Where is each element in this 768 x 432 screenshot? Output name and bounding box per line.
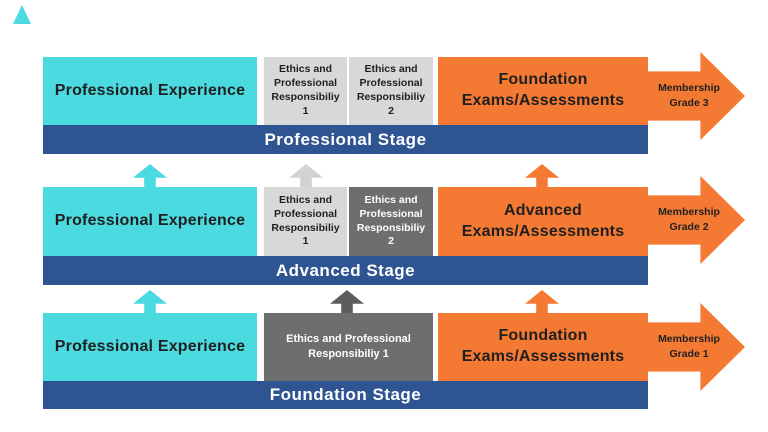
ethics-box-row3-label: Ethics and Professional Responsibiliy 1 <box>286 333 411 360</box>
stage-banner-professional-label: Professional Stage <box>264 129 427 149</box>
corner-decoration-arrow-icon <box>13 5 31 24</box>
ethics-box-row3: Ethics and Professional Responsibiliy 1 <box>264 313 433 381</box>
up-arrow-turquoise-row3 <box>133 290 167 313</box>
membership-arrow-grade-2: Membership Grade 2 <box>648 176 745 264</box>
exams-box-row1: Foundation Exams/Assessments <box>438 57 648 125</box>
exams-box-row2: Advanced Exams/Assessments <box>438 187 648 256</box>
membership-grade-1-label: Membership Grade 1 <box>658 333 720 360</box>
up-arrow-darkgray-row3 <box>330 290 364 313</box>
professional-experience-box-row2: Professional Experience <box>43 187 257 256</box>
membership-arrow-grade-1: Membership Grade 1 <box>648 303 745 391</box>
professional-experience-label: Professional Experience <box>54 81 246 99</box>
ethics-box-2-row2-label: Ethics and Professional Responsibiliy 2 <box>356 193 426 248</box>
ethics-box-2-row1-label: Ethics and Professional Responsibiliy 2 <box>356 63 426 117</box>
up-arrow-orange-row3 <box>525 290 559 313</box>
stage-banner-foundation-label: Foundation Stage <box>269 385 422 404</box>
stage-banner-foundation: Foundation Stage <box>43 381 648 409</box>
ethics-box-1-row1: Ethics and Professional Responsibiliy 1 <box>264 57 347 125</box>
professional-experience-label: Professional Experience <box>54 337 246 355</box>
up-arrow-orange-row2 <box>525 164 559 187</box>
up-arrow-turquoise-row2 <box>133 164 167 187</box>
ethics-box-2-row1: Ethics and Professional Responsibiliy 2 <box>349 57 433 125</box>
exams-box-row3: Foundation Exams/Assessments <box>438 313 648 381</box>
professional-experience-box-row1: Professional Experience <box>43 57 257 125</box>
professional-experience-box-row3: Professional Experience <box>43 313 257 381</box>
professional-experience-label: Professional Experience <box>54 212 246 230</box>
membership-grade-3-label: Membership Grade 3 <box>658 82 720 109</box>
stage-banner-advanced: Advanced Stage <box>43 256 648 285</box>
membership-arrow-grade-3: Membership Grade 3 <box>648 52 745 140</box>
ethics-box-1-row2: Ethics and Professional Responsibiliy 1 <box>264 187 347 256</box>
stage-banner-advanced-label: Advanced Stage <box>275 260 416 280</box>
ethics-box-2-row2: Ethics and Professional Responsibiliy 2 <box>349 187 433 256</box>
membership-grade-2-label: Membership Grade 2 <box>658 206 720 233</box>
exams-box-row1-label: Foundation Exams/Assessments <box>461 71 625 109</box>
up-arrow-lightgray-row2 <box>289 164 323 187</box>
stage-banner-professional: Professional Stage <box>43 125 648 154</box>
ethics-box-1-row1-label: Ethics and Professional Responsibiliy 1 <box>271 63 340 117</box>
ethics-box-1-row2-label: Ethics and Professional Responsibiliy 1 <box>271 193 340 248</box>
exams-box-row2-label: Advanced Exams/Assessments <box>461 201 625 240</box>
exams-box-row3-label: Foundation Exams/Assessments <box>461 327 625 365</box>
